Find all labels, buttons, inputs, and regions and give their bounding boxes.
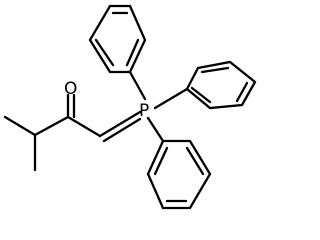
phenyl-ring-top — [88, 4, 147, 101]
skeletal-formula: O P — [3, 4, 257, 210]
phenyl-bottom-inner-1 — [185, 146, 205, 176]
oxygen-label: O — [64, 79, 77, 99]
phenyl-right-inner-3 — [190, 86, 212, 104]
ylide-double-bond-b — [102, 117, 142, 143]
p-to-phenyl-right-bond — [153, 87, 189, 110]
phenyl-bottom-ring — [146, 139, 212, 210]
phenyl-bottom-inner-3 — [153, 146, 169, 176]
phenyl-top-inner-3 — [125, 38, 140, 67]
p-to-phenyl-top-bond — [128, 70, 147, 101]
phenyl-ring-bottom — [146, 116, 212, 210]
phosphorus-label: P — [139, 101, 149, 121]
isopropyl-ketone-chain — [3, 93, 142, 172]
p-to-phenyl-bottom-bond — [146, 116, 165, 143]
ylide-double-bond-a — [98, 110, 142, 138]
methyl-bond-upper — [3, 115, 37, 137]
phenyl-top-ring — [88, 4, 147, 74]
phenyl-ring-right — [153, 60, 257, 110]
isopropyl-to-carbonyl-bond — [33, 115, 70, 137]
phenyl-right-ring — [185, 60, 257, 110]
phenyl-right-inner-2 — [235, 81, 249, 103]
phenyl-right-inner-1 — [200, 66, 230, 74]
structure-canvas: O P — [3, 4, 257, 210]
phenyl-top-inner-1 — [94, 38, 115, 67]
carbonyl-to-ylide-bond — [66, 115, 102, 138]
